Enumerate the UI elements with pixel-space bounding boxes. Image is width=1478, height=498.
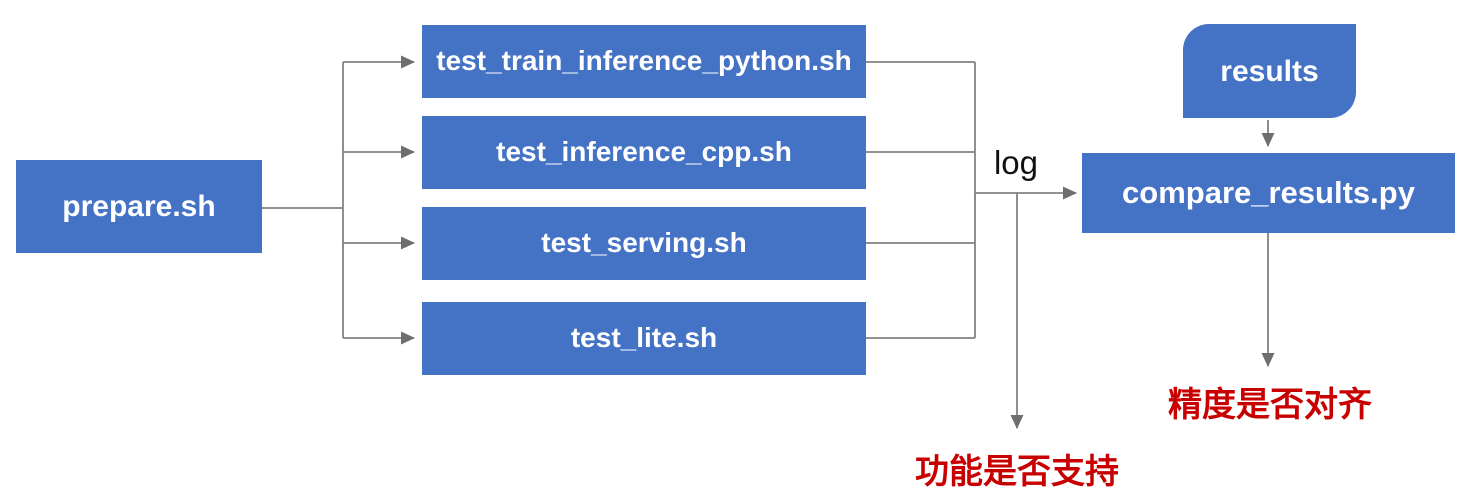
annotation-precision-alignment: 精度是否对齐 — [1168, 386, 1372, 424]
node-test-train-inference-python-sh-label: test_train_inference_python.sh — [436, 45, 852, 77]
node-results: results — [1183, 24, 1356, 118]
annotation-function-support: 功能是否支持 — [915, 453, 1119, 491]
node-test-lite-sh: test_lite.sh — [422, 302, 866, 375]
node-prepare-sh-label: prepare.sh — [62, 190, 216, 223]
node-prepare-sh: prepare.sh — [16, 160, 262, 253]
node-test-train-inference-python-sh: test_train_inference_python.sh — [422, 25, 866, 98]
node-compare-results-py-label: compare_results.py — [1122, 174, 1415, 210]
node-test-inference-cpp-sh: test_inference_cpp.sh — [422, 116, 866, 189]
node-results-label: results — [1220, 54, 1319, 88]
node-test-serving-sh: test_serving.sh — [422, 207, 866, 280]
node-test-lite-sh-label: test_lite.sh — [570, 322, 718, 354]
node-test-serving-sh-label: test_serving.sh — [541, 227, 747, 259]
node-compare-results-py: compare_results.py — [1082, 153, 1455, 233]
node-test-inference-cpp-sh-label: test_inference_cpp.sh — [496, 136, 792, 168]
edge-label-log: log — [993, 144, 1039, 181]
